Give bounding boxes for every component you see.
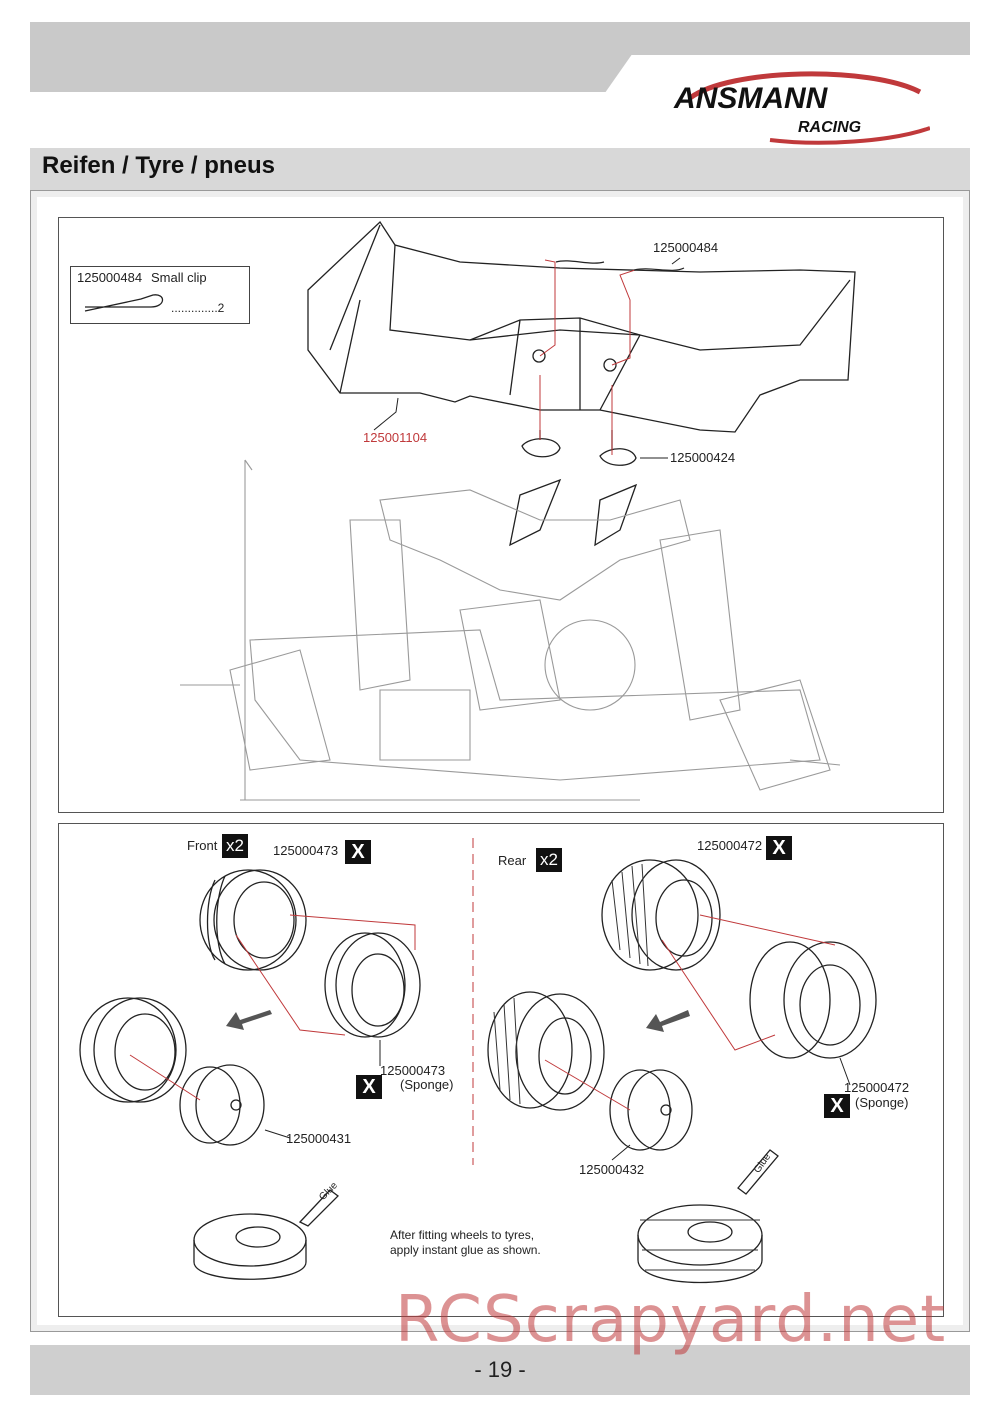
rear-sponge-mark: X <box>824 1094 850 1118</box>
mount-part-label: 125000424 <box>670 450 736 465</box>
section-title: Reifen / Tyre / pneus <box>42 152 275 179</box>
small-clip-inset: 125000484 Small clip ..............2 <box>70 266 250 324</box>
front-sponge-mark: X <box>356 1075 382 1099</box>
rear-tyre-part: 125000472 <box>697 838 763 853</box>
front-sponge-part: 125000473 <box>380 1063 446 1078</box>
inset-part-number: 125000484 <box>77 270 143 285</box>
front-tyre-mark: X <box>345 840 371 864</box>
front-wheel-part: 125000431 <box>286 1131 352 1146</box>
front-tyre-part: 125000473 <box>273 843 339 858</box>
front-qty-badge: x2 <box>222 834 248 858</box>
rear-tyre-mark: X <box>766 836 792 860</box>
watermark: RCScrapyard.net <box>395 1283 947 1357</box>
footer-bar <box>30 1345 970 1395</box>
rear-wheel-part: 125000432 <box>579 1162 645 1177</box>
small-clip-icon <box>84 294 164 312</box>
clip-part-label: 125000484 <box>653 240 719 255</box>
brand-sub-text: RACING <box>798 119 861 136</box>
glue-instruction-line-1: After fitting wheels to tyres, <box>390 1228 535 1242</box>
rear-sponge-part: 125000472 <box>844 1080 910 1095</box>
inset-part-name: Small clip <box>151 270 207 285</box>
page-number: - 19 - <box>474 1357 526 1382</box>
front-sponge-note: (Sponge) <box>400 1077 454 1092</box>
front-heading: Front <box>187 838 218 853</box>
glue-instruction-line-2: apply instant glue as shown. <box>390 1243 541 1257</box>
rear-sponge-note: (Sponge) <box>855 1095 909 1110</box>
rear-qty-badge: x2 <box>536 848 562 872</box>
glue-instruction: After fitting wheels to tyres, apply ins… <box>390 1228 541 1258</box>
ansmann-racing-logo: ANSMANN RACING <box>670 70 930 150</box>
rear-heading: Rear <box>498 853 527 868</box>
tyre-panel <box>58 823 944 1317</box>
brand-text: ANSMANN <box>673 82 829 115</box>
inset-qty: ..............2 <box>171 301 225 315</box>
wing-part-label: 125001104 <box>363 430 428 445</box>
